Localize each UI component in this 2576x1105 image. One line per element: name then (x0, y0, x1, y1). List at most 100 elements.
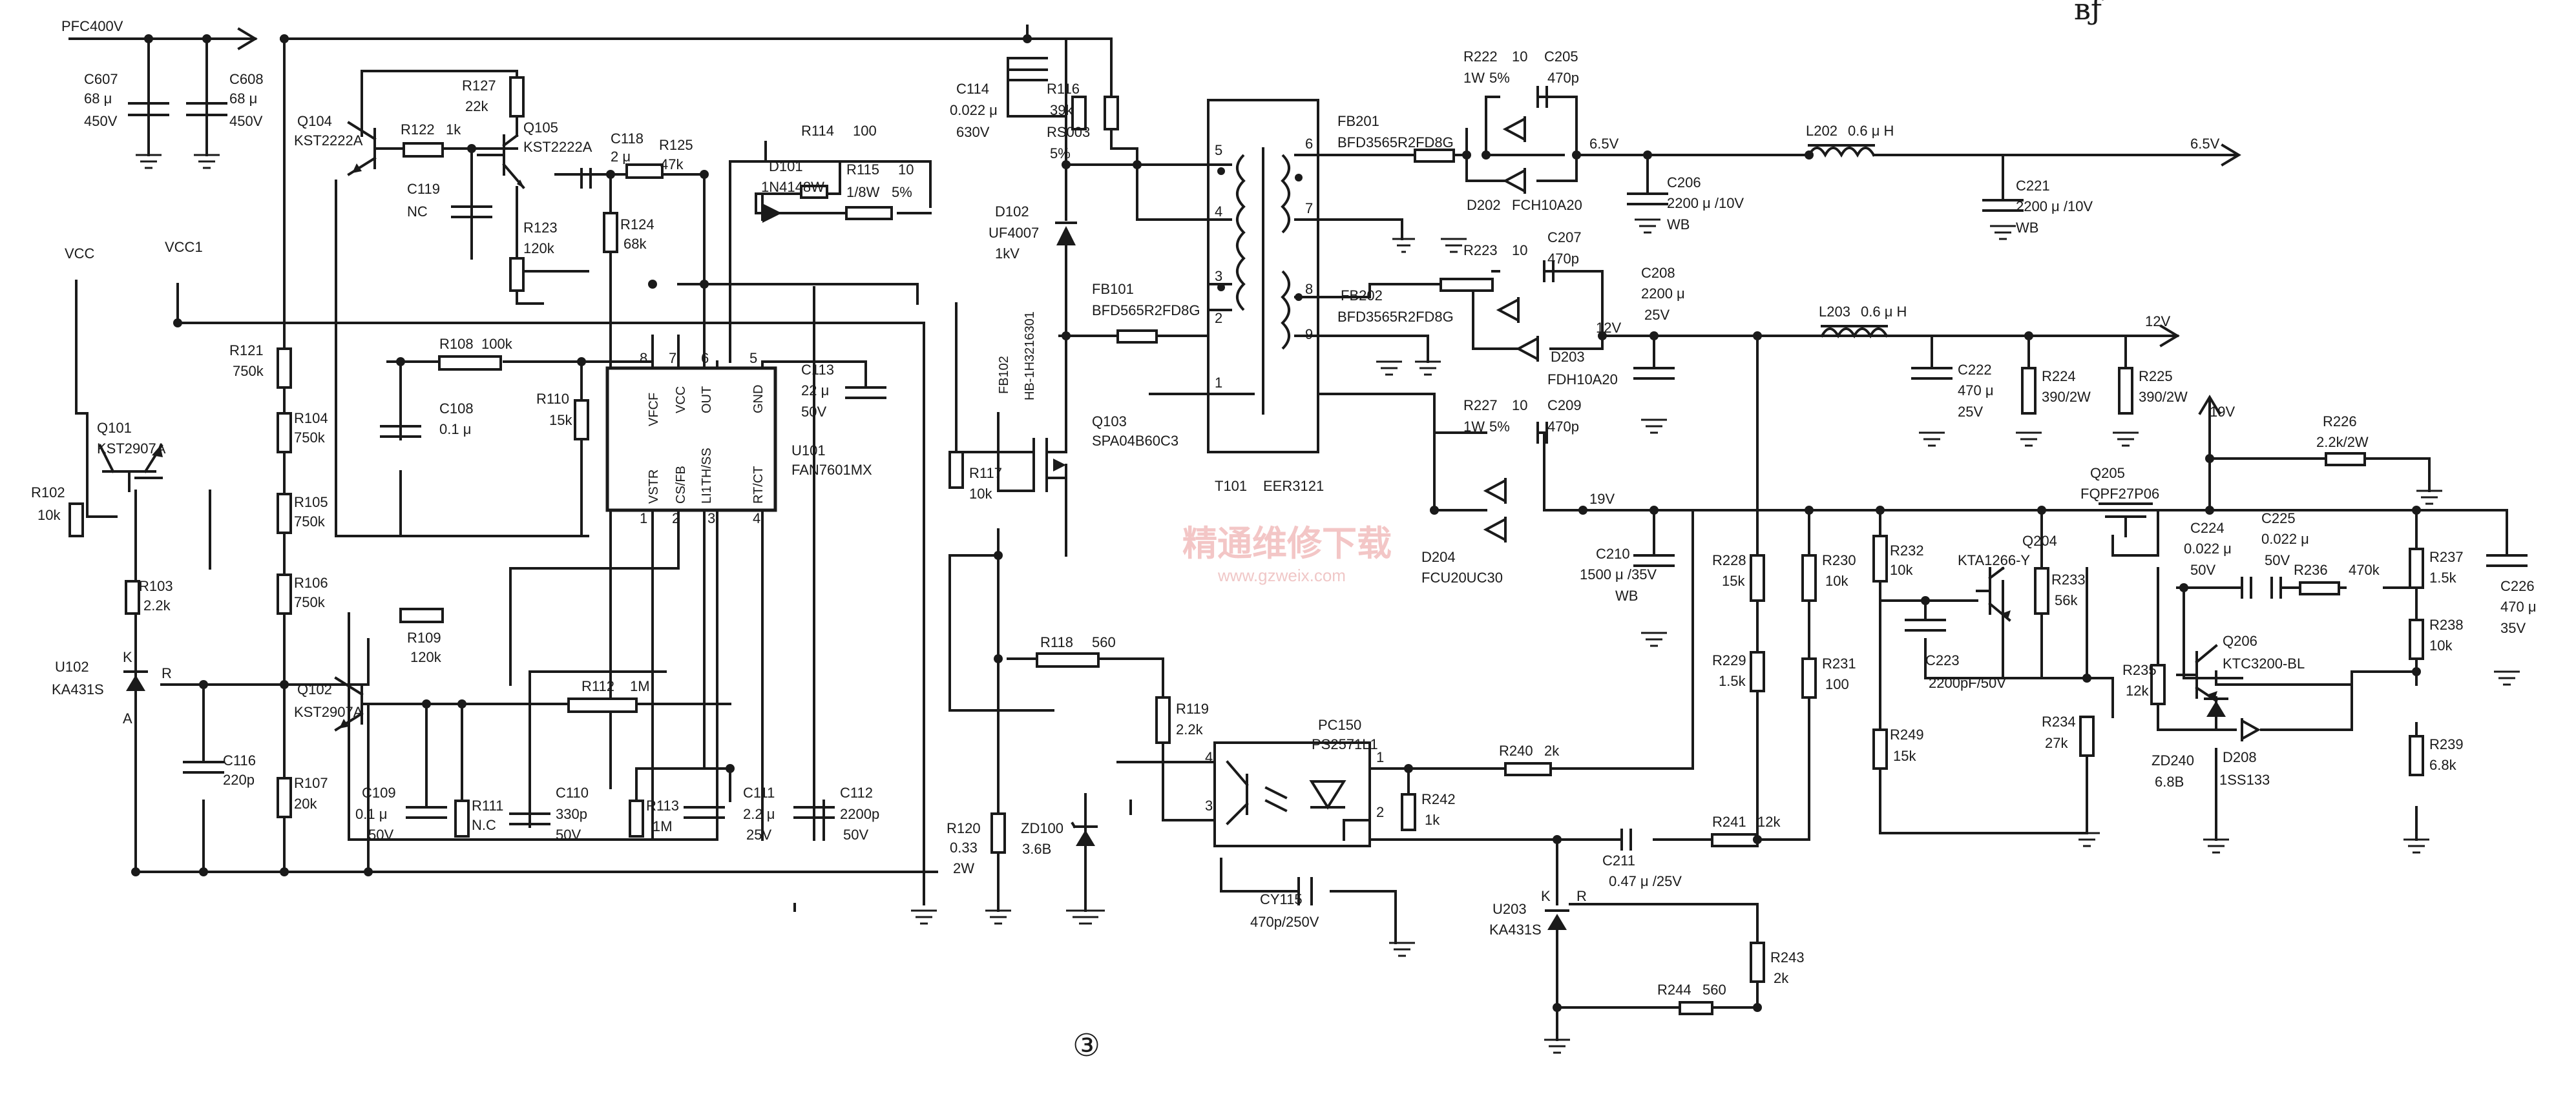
label-r121-val: 750k (233, 363, 264, 379)
label-c226-volt: 35V (2500, 620, 2526, 636)
t101-pin-7: 7 (1305, 200, 1313, 216)
rail-12v-node: 12V (1596, 320, 1621, 336)
label-c208-val: 2200 μ (1641, 285, 1685, 302)
label-fb202-ref: FB202 (1341, 287, 1383, 304)
ic-pin-label-csfb: CS/FB (674, 466, 688, 504)
label-c210-val: 1500 μ /35V (1580, 566, 1657, 583)
label-r105-ref: R105 (294, 494, 328, 510)
label-c206-val: 2200 μ /10V (1667, 195, 1744, 211)
label-d204-ref: D204 (1421, 549, 1456, 565)
label-r233-ref: R233 (2051, 572, 2086, 588)
label-r236-ref: R236 (2294, 562, 2328, 578)
u102-pin-a: A (123, 710, 132, 727)
label-q206-ref: Q206 (2223, 633, 2257, 649)
label-r249-val: 15k (1893, 748, 1916, 764)
t101-pin-5: 5 (1215, 142, 1222, 158)
label-fb101-ref: FB101 (1092, 281, 1134, 297)
label-r222-tol: 5% (1489, 70, 1510, 86)
label-r235-ref: R235 (2122, 662, 2157, 678)
label-q101-type: KST2907A (97, 440, 166, 457)
corner-mark: вƒ (2074, 0, 2104, 26)
label-r244-val: 560 (1702, 982, 1726, 998)
label-r120-power: 2W (953, 860, 974, 876)
label-c210-ref: C210 (1596, 546, 1630, 562)
watermark-cn: 精通维修下载 (1182, 523, 1392, 564)
label-r119-ref: R119 (1176, 701, 1209, 717)
label-c221-type: WB (2016, 220, 2038, 236)
label-t101-ref: T101 (1215, 478, 1247, 494)
label-r115-power: 1/8W (846, 184, 880, 200)
label-r103-val: 2.2k (143, 597, 171, 614)
label-r117-val: 10k (969, 486, 992, 502)
label-c206-ref: C206 (1667, 174, 1701, 191)
label-r223-val: 10 (1512, 242, 1527, 258)
ic-pin-label-vcc: VCC (674, 386, 688, 413)
label-r241-ref: R241 (1712, 814, 1746, 830)
label-u203-ref: U203 (1492, 901, 1527, 917)
label-r111-ref: R111 (472, 798, 503, 814)
label-l202-val: 0.6 μ H (1848, 123, 1894, 139)
watermark-url: www.gzweix.com (1217, 566, 1346, 585)
label-fb201-ref: FB201 (1337, 113, 1379, 129)
label-r112-val: 1M (630, 678, 650, 694)
label-r232-val: 10k (1890, 562, 1913, 578)
label-zd100-val: 3.6B (1022, 841, 1051, 857)
label-q103-ref: Q103 (1092, 413, 1127, 429)
label-c223-val: 2200pF/50V (1929, 675, 2006, 691)
label-r116-ref: R116 (1047, 81, 1080, 97)
label-pc150-ref: PC150 (1318, 717, 1361, 733)
label-r105-val: 750k (294, 513, 326, 530)
label-q104-ref: Q104 (297, 113, 332, 129)
label-c113-val: 22 μ (801, 382, 829, 398)
t101-pin-2: 2 (1215, 310, 1222, 326)
label-r127-ref: R127 (462, 77, 496, 94)
label-c225-ref: C225 (2261, 510, 2296, 526)
junction-dots (131, 34, 2421, 1012)
label-r114-val: 100 (853, 123, 877, 139)
label-r242-val: 1k (1425, 812, 1440, 828)
label-c110-val: 330p (556, 806, 587, 822)
label-r108-val: 100k (481, 336, 513, 352)
label-r232-ref: R232 (1890, 542, 1924, 559)
label-d202-type: FCH10A20 (1512, 197, 1582, 213)
label-c111-val: 2.2 μ (743, 806, 775, 822)
label-r102-ref: R102 (31, 484, 65, 501)
label-r104-val: 750k (294, 429, 326, 446)
label-c113-volt: 50V (801, 404, 826, 420)
label-d101-ref: D101 (769, 158, 803, 174)
rail-pfc400v: PFC400V (61, 18, 123, 34)
label-c607-volt: 450V (84, 113, 118, 129)
label-t101-type: EER3121 (1263, 478, 1324, 494)
label-c226-ref: C226 (2500, 578, 2535, 594)
rail-19v-out: 19V (2210, 404, 2235, 420)
label-r240-ref: R240 (1499, 743, 1533, 759)
ic-pin-label-vstr: VSTR (647, 470, 661, 504)
label-q105-type: KST2222A (523, 139, 592, 155)
label-c211-val: 0.47 μ /25V (1609, 873, 1682, 889)
figure-number: ③ (1073, 1028, 1100, 1064)
label-r227-tol: 5% (1489, 418, 1510, 435)
label-r222-power: 1W (1463, 70, 1485, 86)
label-zd100-ref: ZD100 (1021, 820, 1063, 836)
label-c112-val: 2200p (840, 806, 879, 822)
label-c205-ref: C205 (1544, 48, 1578, 65)
label-r106-ref: R106 (294, 575, 328, 591)
label-r111-val: N.C (472, 817, 496, 833)
label-cy115-val: 470p/250V (1250, 914, 1319, 930)
label-l202-ref: L202 (1806, 123, 1838, 139)
diodes (123, 116, 2261, 930)
label-l203-val: 0.6 μ H (1861, 304, 1907, 320)
optocoupler-pc150 (1213, 741, 1410, 847)
label-r123-ref: R123 (523, 220, 558, 236)
label-c221-val: 2200 μ /10V (2016, 198, 2093, 214)
label-r234-val: 27k (2045, 735, 2068, 751)
pc150-pin-4: 4 (1205, 749, 1213, 765)
label-pc150-type: PS2571L1 (1312, 736, 1378, 752)
ic-pin-label-vfcf: VFCF (647, 393, 661, 426)
label-r227-ref: R227 (1463, 397, 1498, 413)
label-r121-ref: R121 (229, 342, 264, 358)
label-r123-val: 120k (523, 240, 555, 256)
label-q105-ref: Q105 (523, 119, 558, 136)
ic-pin-3: 3 (707, 510, 715, 526)
label-c222-val: 470 μ (1958, 382, 1994, 398)
